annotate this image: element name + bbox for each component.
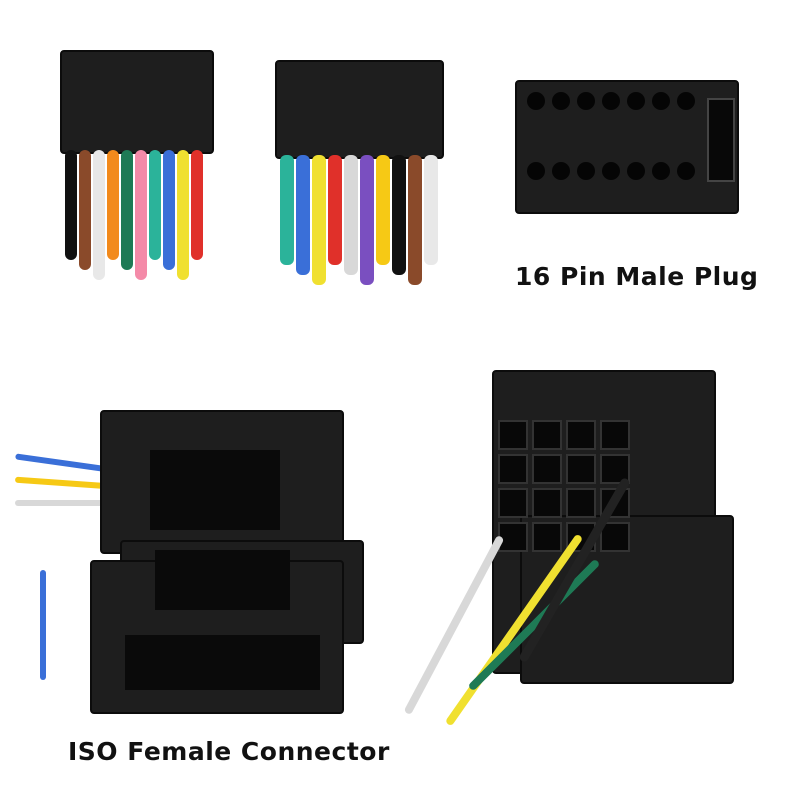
pin-grid	[527, 92, 707, 192]
connector-photo-top-middle	[270, 60, 445, 290]
socket-cell	[566, 420, 596, 450]
wire	[280, 155, 294, 265]
wire	[14, 476, 111, 490]
connector-body	[275, 60, 444, 159]
socket-cavity	[125, 635, 320, 690]
pin-hole	[577, 92, 595, 110]
pin-hole	[627, 162, 645, 180]
wire	[79, 150, 91, 270]
wire	[296, 155, 310, 275]
pin-hole	[527, 92, 545, 110]
socket-cell	[532, 454, 562, 484]
socket-cell	[498, 488, 528, 518]
female-connector-label: ISO Female Connector	[68, 737, 390, 766]
side-socket	[707, 98, 735, 182]
socket-cell	[600, 522, 630, 552]
pin-hole	[527, 162, 545, 180]
socket-cell	[498, 454, 528, 484]
wire	[65, 150, 77, 260]
wire	[15, 500, 110, 506]
socket-cell	[600, 420, 630, 450]
wire	[15, 453, 110, 473]
socket-cavity	[150, 450, 280, 530]
wire	[403, 534, 505, 716]
pin-hole	[652, 162, 670, 180]
wire	[93, 150, 105, 280]
connector-photo-top-left	[55, 50, 215, 290]
wire	[40, 570, 46, 680]
female-connector-photo	[10, 410, 390, 720]
wire	[328, 155, 342, 265]
wire	[163, 150, 175, 270]
pin-hole	[677, 162, 695, 180]
pin-hole	[602, 92, 620, 110]
wire	[424, 155, 438, 265]
socket-cell	[566, 454, 596, 484]
wire-bundle	[65, 150, 210, 290]
socket-cell	[532, 488, 562, 518]
wire	[177, 150, 189, 280]
pin-hole	[677, 92, 695, 110]
socket-cell	[532, 522, 562, 552]
socket-grid	[498, 420, 633, 560]
pin-hole	[552, 92, 570, 110]
wire	[191, 150, 203, 260]
wire	[376, 155, 390, 265]
socket-cell	[498, 420, 528, 450]
socket-cell	[566, 488, 596, 518]
pin-hole	[577, 162, 595, 180]
wire	[392, 155, 406, 275]
male-plug-photo	[515, 80, 740, 215]
connector-photo-bottom-right	[403, 365, 760, 745]
wire	[408, 155, 422, 285]
wire	[344, 155, 358, 275]
male-plug-label: 16 Pin Male Plug	[515, 262, 759, 291]
wire	[149, 150, 161, 260]
pin-hole	[627, 92, 645, 110]
pin-hole	[552, 162, 570, 180]
wire-bundle	[280, 155, 440, 290]
pin-hole	[652, 92, 670, 110]
connector-body	[60, 50, 214, 154]
pin-hole	[602, 162, 620, 180]
socket-cell	[532, 420, 562, 450]
wire	[360, 155, 374, 285]
wire	[312, 155, 326, 285]
wire	[107, 150, 119, 260]
socket-cavity	[155, 550, 290, 610]
wire	[135, 150, 147, 280]
wire	[121, 150, 133, 270]
